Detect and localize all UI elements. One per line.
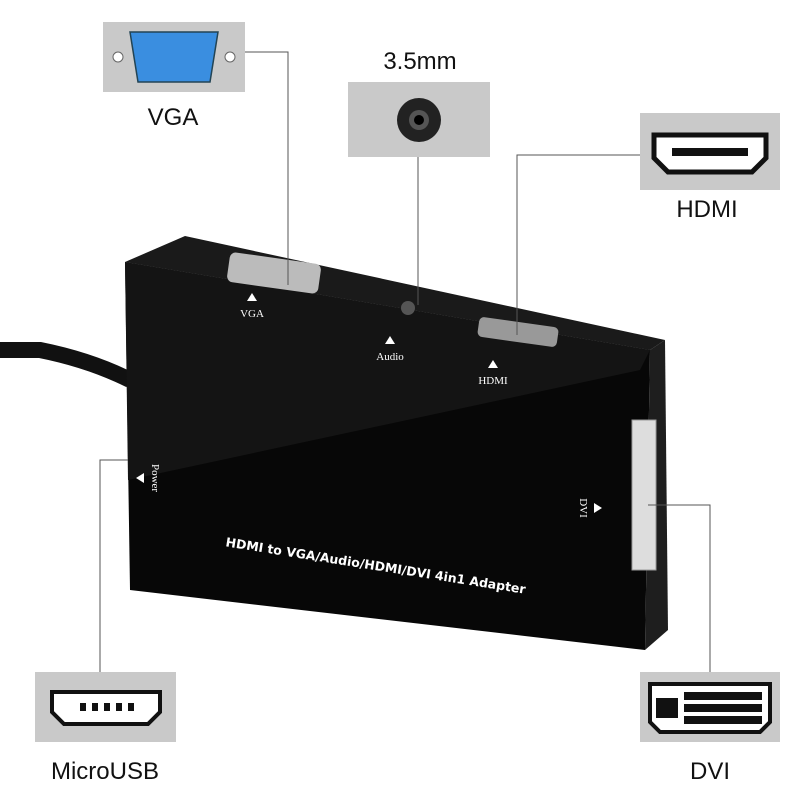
dvi-arrow-icon [594, 503, 602, 513]
power-arrow-icon [136, 473, 144, 483]
microusb-connector-icon [50, 690, 162, 726]
port-arrow-icons [136, 293, 602, 513]
dvi-port [631, 419, 657, 571]
vga-port [227, 252, 321, 294]
vga-label: VGA [147, 104, 199, 131]
device-gloss [125, 262, 650, 480]
hdmi-port [477, 317, 559, 347]
dvi-label: DVI [689, 758, 730, 785]
microusb-label: MicroUSB [50, 758, 159, 785]
dvi-connector-icon [648, 682, 772, 734]
audio-label: 3.5mm [383, 48, 457, 75]
cable [0, 342, 134, 388]
device-audio-label: Audio [376, 351, 404, 363]
hdmi-arrow-icon [488, 360, 498, 368]
hdmi-connector-icon [651, 132, 769, 175]
device-hdmi-label: HDMI [478, 375, 508, 387]
device-power-label: Power [149, 464, 161, 492]
audio-jack-icon [397, 98, 441, 142]
vga-arrow-icon [247, 293, 257, 301]
vga-connector-icon [112, 31, 236, 83]
hdmi-label: HDMI [676, 196, 738, 223]
audio-port [401, 301, 415, 315]
device-dvi-label: DVI [577, 498, 589, 518]
audio-arrow-icon [385, 336, 395, 344]
callout-lines [99, 51, 711, 672]
device-vga-label: VGA [240, 308, 264, 320]
